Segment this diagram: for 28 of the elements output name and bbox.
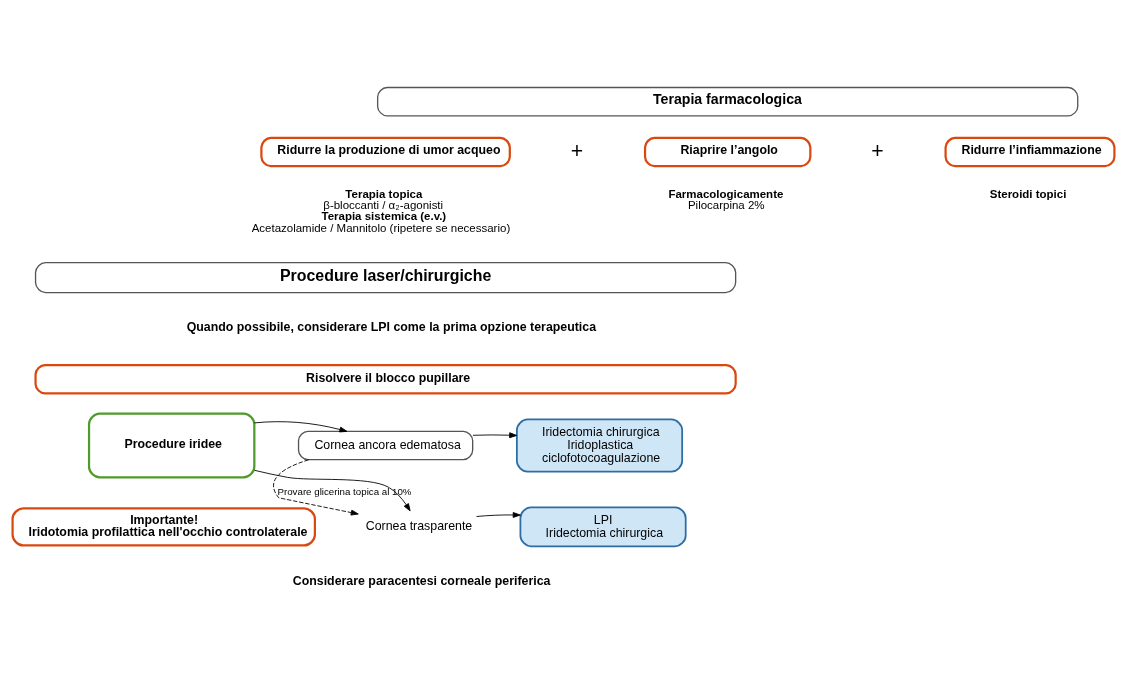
node-box: Iridectomia chirurgica Iridoplastica ciclofotocoagulazione bbox=[516, 418, 684, 472]
node-box: Procedure laser/chirurgiche bbox=[34, 261, 737, 293]
label: + bbox=[570, 138, 584, 162]
node-label: Steroidi topici bbox=[989, 187, 1067, 199]
label: Quando possibile, considerare LPI come la prima opzione terapeutica bbox=[186, 319, 597, 334]
node-box: Importante! Iridotomia profilattica nell'occhio controlaterale bbox=[11, 506, 316, 547]
arrow bbox=[253, 420, 348, 432]
node-box: Cornea ancora edematosa bbox=[297, 430, 474, 460]
node-text: Cornea trasparente bbox=[365, 518, 473, 533]
label: Considerare paracentesi corneale periferica bbox=[292, 573, 551, 588]
node-label: Acetazolamide / Mannitolo (ripetere se necessario) bbox=[251, 221, 511, 234]
node-box: LPI Iridectomia chirurgica bbox=[519, 506, 687, 547]
node-label: Pilocarpina 2% bbox=[687, 198, 765, 211]
arrow bbox=[254, 469, 411, 511]
node-label: Terapia topica bbox=[345, 187, 423, 199]
arrow bbox=[273, 458, 359, 515]
node-box: Riaprire l’angolo bbox=[643, 136, 812, 167]
node-box: Procedure iridee bbox=[87, 412, 256, 478]
label: + bbox=[871, 138, 884, 162]
node-box: Terapia farmacologica bbox=[377, 86, 1079, 116]
arrow bbox=[472, 431, 518, 438]
edge-label: Provare glicerina topica al 10% bbox=[277, 485, 412, 497]
node-box: Ridurre l’infiammazione bbox=[944, 136, 1116, 167]
node-label: Farmacologicamente bbox=[668, 187, 784, 199]
node-box: Ridurre la produzione di umor acqueo bbox=[260, 136, 511, 167]
node-label: β-bloccanti / α₂-agonisti bbox=[323, 198, 444, 211]
node-box: Risolvere il blocco pupillare bbox=[34, 363, 737, 394]
arrow bbox=[476, 511, 521, 518]
